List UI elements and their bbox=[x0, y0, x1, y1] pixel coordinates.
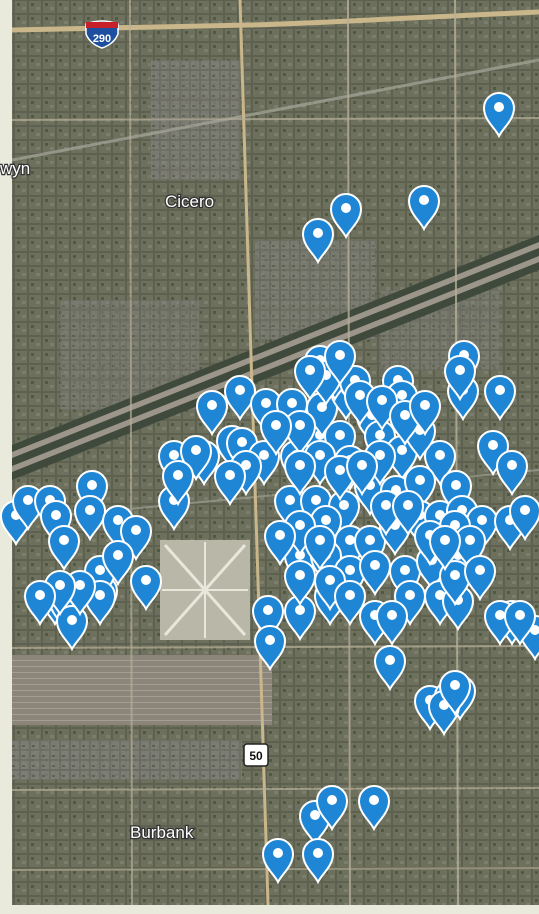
location-pin-icon[interactable] bbox=[508, 495, 539, 542]
location-pin-icon[interactable] bbox=[482, 92, 516, 139]
location-pin-icon[interactable] bbox=[503, 600, 537, 647]
interstate-290-shield-icon: 290 bbox=[85, 20, 119, 49]
location-pin-icon[interactable] bbox=[345, 450, 379, 497]
location-pin-icon[interactable] bbox=[293, 355, 327, 402]
svg-text:50: 50 bbox=[249, 749, 263, 763]
location-pin-icon[interactable] bbox=[301, 838, 335, 885]
location-pin-icon[interactable] bbox=[283, 560, 317, 607]
location-pin-icon[interactable] bbox=[301, 218, 335, 265]
location-pin-icon[interactable] bbox=[438, 670, 472, 717]
location-pin-icon[interactable] bbox=[358, 550, 392, 597]
location-pin-icon[interactable] bbox=[55, 605, 89, 652]
location-pin-icon[interactable] bbox=[129, 565, 163, 612]
location-pin-icon[interactable] bbox=[443, 355, 477, 402]
location-pin-icon[interactable] bbox=[323, 340, 357, 387]
location-pin-icon[interactable] bbox=[438, 560, 472, 607]
location-pin-icon[interactable] bbox=[375, 600, 409, 647]
location-pin-icon[interactable] bbox=[495, 450, 529, 497]
location-pin-icon[interactable] bbox=[161, 460, 195, 507]
location-pin-icon[interactable] bbox=[373, 645, 407, 692]
place-label-burbank: Burbank bbox=[130, 823, 194, 842]
location-pin-icon[interactable] bbox=[283, 450, 317, 497]
place-label-cicero: Cicero bbox=[165, 192, 214, 211]
location-pin-icon[interactable] bbox=[303, 525, 337, 572]
location-pin-icon[interactable] bbox=[253, 625, 287, 672]
location-pin-icon[interactable] bbox=[333, 580, 367, 627]
location-pin-icon[interactable] bbox=[73, 495, 107, 542]
location-pin-icon[interactable] bbox=[283, 595, 317, 642]
location-pin-icon[interactable] bbox=[195, 390, 229, 437]
location-pin-icon[interactable] bbox=[463, 555, 497, 602]
location-pin-icon[interactable] bbox=[259, 410, 293, 457]
location-pin-icon[interactable] bbox=[101, 540, 135, 587]
location-pin-icon[interactable] bbox=[357, 785, 391, 832]
marker-layer bbox=[0, 92, 539, 885]
location-pin-icon[interactable] bbox=[483, 375, 517, 422]
location-pin-icon[interactable] bbox=[391, 490, 425, 537]
location-pin-icon[interactable] bbox=[263, 520, 297, 567]
location-pin-icon[interactable] bbox=[408, 390, 442, 437]
us-route-50-shield-icon: 50 bbox=[243, 743, 269, 767]
location-pin-icon[interactable] bbox=[47, 525, 81, 572]
location-pin-icon[interactable] bbox=[23, 580, 57, 627]
location-pin-icon[interactable] bbox=[223, 375, 257, 422]
location-pin-icon[interactable] bbox=[407, 185, 441, 232]
airport-area bbox=[160, 540, 250, 640]
svg-text:290: 290 bbox=[93, 33, 111, 45]
location-pin-icon[interactable] bbox=[213, 460, 247, 507]
rail-yard bbox=[12, 655, 272, 725]
location-pin-icon[interactable] bbox=[329, 193, 363, 240]
location-pin-icon[interactable] bbox=[261, 838, 295, 885]
place-label-berwyn: wyn bbox=[0, 159, 30, 178]
location-pin-icon[interactable] bbox=[315, 785, 349, 832]
location-pin-icon[interactable] bbox=[428, 525, 462, 572]
